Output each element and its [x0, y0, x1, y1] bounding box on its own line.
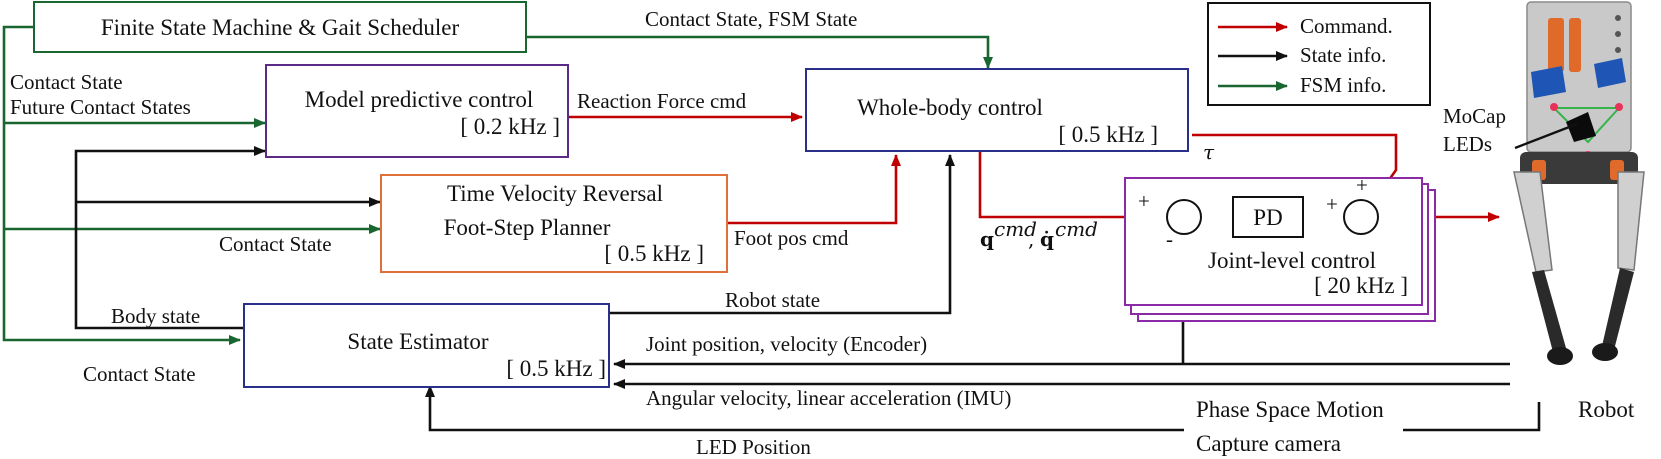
robot-left-thigh	[1513, 171, 1553, 273]
planner-rate: [ 0.5 kHz ]	[604, 241, 704, 266]
robot-right-shin	[1602, 268, 1634, 350]
q-cmd-superscript: cmd	[994, 217, 1037, 241]
mocap-led-1	[1550, 103, 1558, 111]
robot-blue-tape-2	[1594, 58, 1626, 88]
label-encoder: Joint position, velocity (Encoder)	[646, 332, 927, 356]
estimator-title: State Estimator	[347, 329, 489, 354]
robot-illustration: MoCap LEDs Robot	[1443, 1, 1645, 422]
robot-right-thigh	[1617, 171, 1645, 271]
wbc-box	[805, 68, 1189, 152]
sum-junction-left	[1166, 199, 1202, 235]
joint-title: Joint-level control	[1208, 248, 1376, 273]
planner-box	[380, 174, 728, 273]
foot-pos-arrow	[726, 154, 901, 225]
joint-rate: [ 20 kHz ]	[1314, 273, 1408, 298]
pd-label: PD	[1253, 205, 1282, 230]
led-to-estimator-arrow	[425, 385, 1184, 432]
label-estimator-contact: Contact State	[83, 362, 196, 386]
sum-junction-right	[1343, 199, 1379, 235]
plus-mid-sign: +	[1326, 192, 1338, 216]
label-foot-pos: Foot pos cmd	[734, 226, 849, 250]
label-reaction-force: Reaction Force cmd	[577, 89, 747, 113]
robot-blue-tape-1	[1531, 66, 1566, 98]
robot-bolt-3	[1615, 47, 1621, 53]
robot-label: Robot	[1578, 397, 1635, 422]
legend-command-label: Command.	[1300, 14, 1393, 38]
joint-level-block: PD + - + + Joint-level control [ 20 kHz …	[1124, 173, 1436, 322]
robot-black-marker	[1566, 112, 1596, 142]
mocap-camera-label: Phase Space Motion Capture camera	[1196, 397, 1384, 456]
label-fsm-to-wbc: Contact State, FSM State	[645, 7, 857, 31]
robot-hip	[1520, 152, 1638, 184]
robot-bolt-1	[1615, 15, 1621, 21]
robot-orange-part-1	[1548, 18, 1564, 72]
command-wires	[568, 112, 1500, 225]
mpc-block: Model predictive control [ 0.2 kHz ]	[265, 64, 569, 158]
plus-top-sign: +	[1356, 173, 1368, 197]
mpc-title: Model predictive control	[305, 87, 534, 112]
label-left-contact-1: Contact State	[10, 70, 123, 94]
robot-state-to-wbc-arrow	[610, 154, 955, 315]
fsm-block: Finite State Machine & Gait Scheduler	[33, 1, 527, 53]
mocap-led-2	[1615, 103, 1623, 111]
planner-title-line2: Foot-Step Planner	[444, 215, 611, 240]
label-tau: τ	[1203, 140, 1215, 164]
q-cmd-arrow	[978, 152, 1164, 222]
label-robot-state: Robot state	[725, 288, 820, 312]
plus-left-sign: +	[1138, 189, 1150, 213]
wbc-block: Whole-body control [ 0.5 kHz ]	[805, 68, 1189, 152]
robot-bolt-2	[1615, 31, 1621, 37]
fsm-title: Finite State Machine & Gait Scheduler	[101, 15, 460, 40]
robot-left-shin	[1532, 270, 1566, 352]
mocap-led-pointer	[1514, 122, 1578, 150]
estimator-block: State Estimator [ 0.5 kHz ]	[243, 303, 610, 388]
q-comma: ,	[1028, 227, 1034, 251]
mocap-line1: Phase Space Motion	[1196, 397, 1384, 422]
label-body-state: Body state	[111, 304, 200, 328]
q-symbol: q	[980, 227, 994, 251]
planner-block: Time Velocity Reversal Foot-Step Planner…	[380, 174, 728, 273]
mocap-leds-line2: LEDs	[1443, 132, 1492, 156]
label-led-position: LED Position	[696, 435, 811, 459]
legend: Command. State info. FSM info.	[1207, 2, 1431, 106]
fsm-box	[33, 1, 527, 53]
label-imu: Angular velocity, linear acceleration (I…	[646, 386, 1011, 410]
legend-state-label: State info.	[1300, 43, 1386, 67]
wbc-rate: [ 0.5 kHz ]	[1058, 122, 1158, 147]
legend-box	[1207, 2, 1431, 106]
mocap-line2: Capture camera	[1196, 431, 1341, 456]
fsm-to-estimator-arrow	[2, 25, 241, 345]
robot-left-foot	[1547, 347, 1573, 365]
mpc-rate: [ 0.2 kHz ]	[460, 114, 560, 139]
estimator-rate: [ 0.5 kHz ]	[506, 356, 606, 381]
robot-to-mocap-line	[1403, 402, 1541, 432]
minus-sign: -	[1166, 227, 1173, 251]
robot-right-foot	[1592, 343, 1618, 361]
mpc-box	[265, 64, 569, 158]
legend-fsm-label: FSM info.	[1300, 73, 1386, 97]
pd-box	[1232, 196, 1304, 238]
wbc-title: Whole-body control	[857, 95, 1043, 120]
estimator-box	[243, 303, 610, 388]
robot-orange-part-2	[1569, 18, 1581, 72]
label-left-contact-2: Future Contact States	[10, 95, 191, 119]
label-q-cmd: q cmd , q̇ cmd	[980, 217, 1098, 251]
label-planner-contact: Contact State	[219, 232, 332, 256]
fsm-to-wbc-arrow	[526, 35, 993, 69]
fsm-wires	[2, 25, 993, 345]
signal-labels: Contact State, FSM State Contact State F…	[10, 7, 1215, 459]
qdot-cmd-superscript: cmd	[1055, 217, 1098, 241]
planner-title-line1: Time Velocity Reversal	[447, 181, 663, 206]
body-state-to-mpc-arrow	[74, 146, 266, 330]
qdot-symbol: q̇	[1040, 227, 1054, 251]
mocap-leds-line1: MoCap	[1443, 104, 1506, 128]
